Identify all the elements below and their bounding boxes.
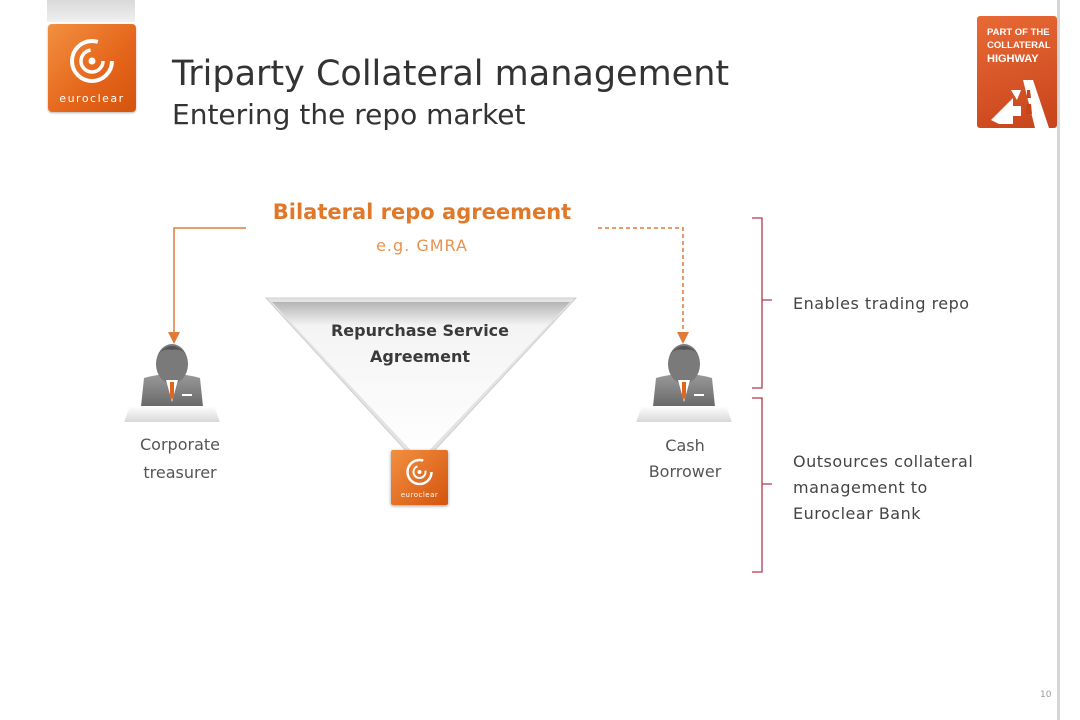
right-connector-arrow <box>598 227 689 344</box>
corporate-treasurer-line-2: treasurer <box>143 463 217 482</box>
right-decor-strip <box>1057 0 1060 720</box>
outsources-line-3: Euroclear Bank <box>793 504 922 523</box>
bilateral-repo-label: Bilateral repo agreement <box>272 200 572 224</box>
outsources-line-1: Outsources collateral <box>793 452 974 471</box>
highway-icon <box>991 80 1049 128</box>
cash-borrower-line-2: Borrower <box>648 462 722 481</box>
page-title: Triparty Collateral management <box>172 54 730 94</box>
corporate-treasurer-icon <box>124 344 220 422</box>
service-agreement-funnel <box>264 297 578 467</box>
euroclear-logo: euroclear <box>48 24 136 112</box>
badge-line-3: HIGHWAY <box>987 53 1039 65</box>
service-agreement-line-2: Agreement <box>370 347 470 366</box>
left-connector-arrow <box>168 227 246 344</box>
collateral-highway-badge: PART OF THE COLLATERAL HIGHWAY <box>977 16 1057 128</box>
upper-bracket <box>752 217 772 389</box>
corporate-treasurer-label: Corporate treasurer <box>110 431 250 487</box>
euroclear-small-logo: euroclear <box>391 450 448 505</box>
outsources-collateral-text: Outsources collateral management to Euro… <box>793 449 1033 527</box>
service-agreement-label: Repurchase Service Agreement <box>295 318 545 370</box>
outsources-line-2: management to <box>793 478 928 497</box>
badge-line-2: COLLATERAL <box>987 40 1051 51</box>
lower-bracket <box>752 397 772 573</box>
enables-trading-text: Enables trading repo <box>793 294 970 313</box>
logo-wordmark: euroclear <box>59 92 125 105</box>
cash-borrower-label: Cash Borrower <box>615 433 755 485</box>
service-agreement-line-1: Repurchase Service <box>330 321 510 340</box>
small-spiral-icon <box>406 458 433 486</box>
badge-line-1: PART OF THE <box>987 27 1050 38</box>
cash-borrower-line-1: Cash <box>665 436 705 455</box>
spiral-icon <box>70 39 114 83</box>
cash-borrower-icon <box>636 344 732 422</box>
small-logo-wordmark: euroclear <box>400 491 439 499</box>
page-subtitle: Entering the repo market <box>172 98 526 131</box>
page-number: 10 <box>1040 690 1052 700</box>
bilateral-example-label: e.g. GMRA <box>376 236 468 255</box>
top-decor-strip <box>47 0 135 22</box>
corporate-treasurer-line-1: Corporate <box>140 435 220 454</box>
